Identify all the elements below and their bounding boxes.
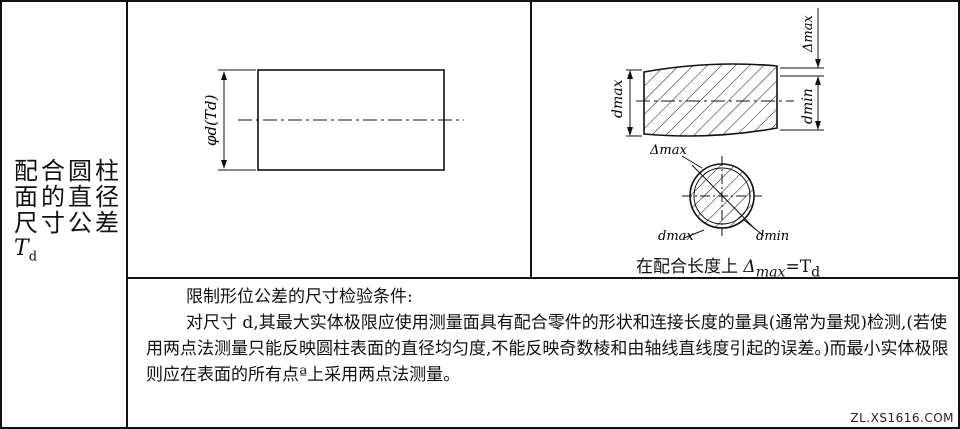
divider-diagrams: [530, 0, 532, 278]
arrow-top: [221, 71, 227, 80]
delta-arrow-bottom: [815, 76, 821, 85]
dmin-label: dmin: [800, 88, 816, 124]
dimension-label: φd(Td): [202, 94, 220, 146]
divider-label-column: [126, 0, 128, 429]
row-label-line-3: 尺寸公差: [14, 209, 122, 237]
caption-delta: Δ: [743, 257, 756, 277]
cylinder-dimension-svg: φd(Td): [202, 69, 464, 171]
dmin-arrow-bottom: [815, 121, 821, 130]
row-label-symbol: Td: [14, 236, 37, 264]
description-block: 限制形位公差的尺寸检验条件: 对尺寸 d,其最大实体极限应使用测量面具有配合零件…: [128, 278, 960, 429]
dmax-arrow-bottom: [627, 127, 633, 136]
circle-dmax-leader: [683, 229, 705, 239]
diagram-caption: 在配合长度上 Δmax=Td: [636, 252, 820, 280]
form-error-diagram: dmax Δmax dmin Δmax dmax dmin: [532, 0, 960, 278]
delta-max-label: Δmax: [801, 15, 816, 53]
row-label-text: 配合圆柱 面的直径 尺寸公差: [14, 158, 122, 236]
dmax-arrow-top: [627, 70, 633, 79]
circle-delta-leader: [681, 155, 703, 169]
caption-eq: =T: [785, 257, 812, 277]
diagonal-dim: [691, 164, 755, 229]
watermark: ZL.XS1616.COM: [850, 411, 954, 425]
description-paragraph: 对尺寸 d,其最大实体极限应使用测量面具有配合零件的形状和连接长度的量具(通常为…: [146, 313, 949, 385]
circle-dmax-label: dmax: [658, 229, 694, 244]
arrow-bottom: [221, 160, 227, 169]
caption-prefix: 在配合长度上: [636, 257, 744, 277]
caption-delta-sub: max: [755, 264, 786, 281]
row-label-line-1: 配合圆柱: [14, 157, 122, 185]
description-title: 限制形位公差的尺寸检验条件:: [186, 287, 413, 307]
row-label-cell: 配合圆柱 面的直径 尺寸公差 Td: [0, 0, 126, 429]
divider-diagrams-text: [126, 277, 960, 279]
dmax-label: dmax: [610, 79, 626, 118]
row-label-line-2: 面的直径: [14, 183, 122, 211]
symbol-t: T: [14, 236, 29, 261]
symbol-sub: d: [28, 249, 38, 265]
circle-delta-label: Δmax: [649, 143, 687, 158]
caption-t-sub: d: [811, 264, 821, 281]
bent-cylinder: [643, 63, 778, 137]
circle-dmin-label: dmin: [756, 229, 789, 244]
form-error-svg: dmax Δmax dmin Δmax dmax dmin: [610, 8, 824, 244]
cylinder-dimension-diagram: φd(Td): [128, 0, 530, 278]
delta-arrow-top: [815, 59, 821, 68]
circle-dmin-leader: [743, 219, 765, 237]
